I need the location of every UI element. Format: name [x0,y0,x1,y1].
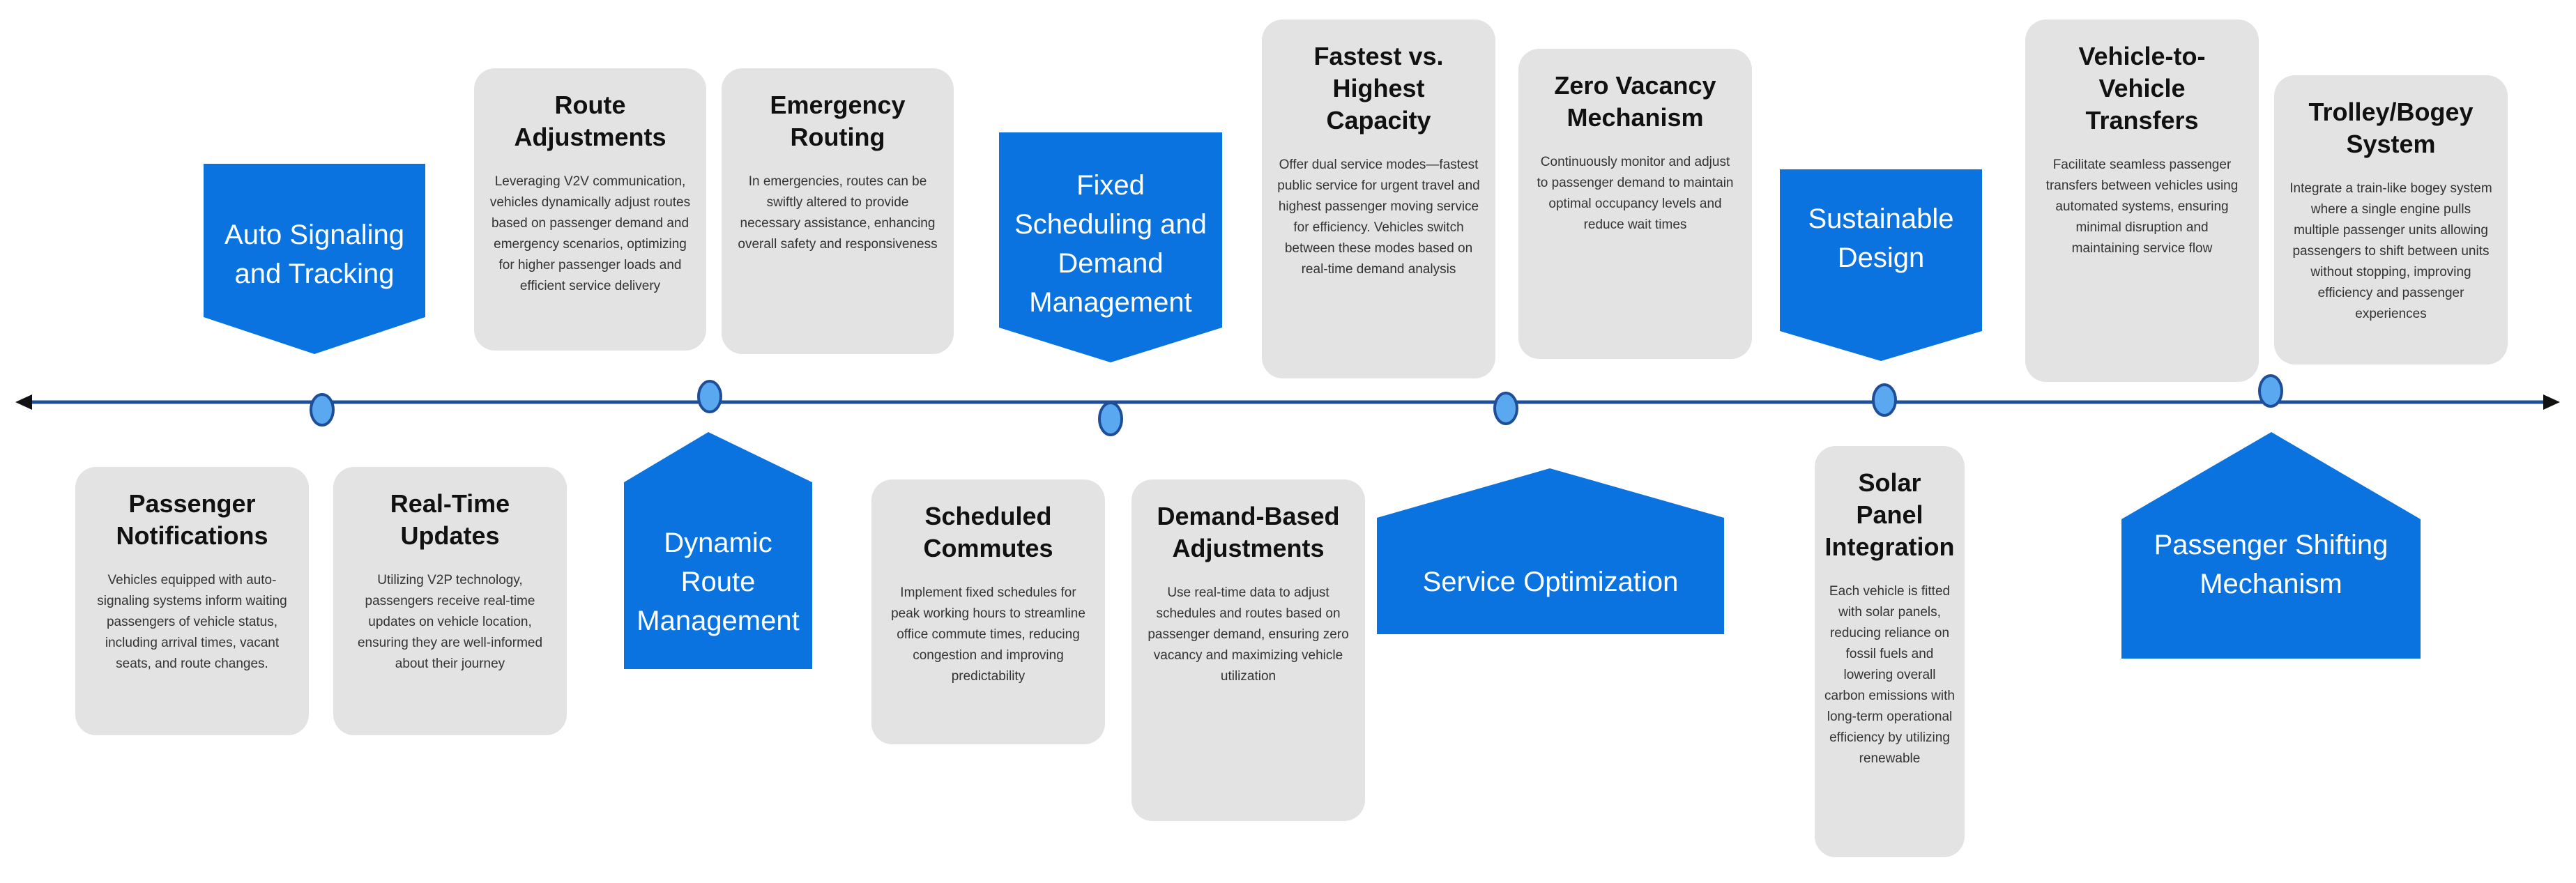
card-solar-panel-integration: Solar Panel Integration Each vehicle is … [1815,446,1965,857]
card-title: Real-Time Updates [390,489,510,550]
milestone-flag-sustainable-design [1780,169,1982,361]
card-body: Utilizing V2P technology, passengers rec… [357,573,543,671]
milestone-label: Passenger Shifting Mechanism [2154,530,2388,599]
timeline-node [310,393,335,427]
card-body: Integrate a train-like bogey system wher… [2289,181,2492,321]
timeline-node [2258,374,2283,408]
card-title: Solar Panel Integration [1824,468,1955,561]
card-title: Demand-Based Adjustments [1157,502,1340,562]
card-title: Passenger Notifications [116,489,268,550]
arrow-left-icon [15,394,32,410]
card-body: Implement fixed schedules for peak worki… [891,585,1085,684]
milestone-flag-fixed-scheduling [999,132,1222,362]
card-title: Trolley/Bogey System [2308,98,2474,158]
milestone-flag-service-optimization [1377,468,1724,634]
card-title: Zero Vacancy Mechanism [1554,71,1716,132]
timeline-node [697,380,722,413]
milestone-label: Auto Signaling and Tracking [224,220,404,289]
milestone-label: Service Optimization [1422,567,1679,597]
card-body: Offer dual service modes—fastest public … [1277,158,1480,277]
timeline-node [1098,401,1123,436]
card-body: Leveraging V2V communication, vehicles d… [489,174,691,293]
milestone-label: Sustainable Design [1808,204,1954,273]
card-scheduled-commutes: Scheduled Commutes Implement fixed sched… [871,479,1105,744]
card-body: Use real-time data to adjust schedules a… [1148,585,1349,684]
card-title: Vehicle-to-Vehicle Transfers [2078,42,2206,135]
milestone-label: Fixed Scheduling and Demand Management [1014,170,1207,318]
card-title: Scheduled Commutes [923,502,1053,562]
card-body: Vehicles equipped with auto-signaling sy… [97,573,287,671]
card-real-time-updates: Real-Time Updates Utilizing V2P technolo… [333,467,567,735]
card-passenger-notifications: Passenger Notifications Vehicles equippe… [75,467,309,735]
card-body: Continuously monitor and adjust to passe… [1537,155,1734,232]
card-trolley-bogey-system: Trolley/Bogey System Integrate a train-l… [2274,75,2508,364]
card-body: In emergencies, routes can be swiftly al… [738,174,938,252]
card-zero-vacancy-mechanism: Zero Vacancy Mechanism Continuously moni… [1518,49,1752,359]
card-route-adjustments: Route Adjustments Leveraging V2V communi… [474,68,706,351]
card-emergency-routing: Emergency Routing In emergencies, routes… [722,68,954,354]
milestone-flag-passenger-shifting [2121,432,2421,659]
card-fastest-vs-highest-capacity: Fastest vs. Highest Capacity Offer dual … [1262,20,1495,378]
card-title: Fastest vs. Highest Capacity [1313,42,1444,135]
timeline-node [1493,392,1518,425]
card-vehicle-to-vehicle-transfers: Vehicle-to-Vehicle Transfers Facilitate … [2025,20,2259,382]
milestone-flag-dynamic-route [624,432,812,669]
card-body: Each vehicle is fitted with solar panels… [1824,584,1955,766]
card-body: Facilitate seamless passenger transfers … [2045,158,2239,256]
card-demand-based-adjustments: Demand-Based Adjustments Use real-time d… [1131,479,1365,821]
card-title: Emergency Routing [770,91,906,151]
milestone-label: Dynamic Route Management [637,528,800,636]
arrow-right-icon [2543,394,2560,410]
timeline-node [1872,383,1897,417]
milestone-flag-auto-signaling [204,164,425,354]
card-title: Route Adjustments [514,91,666,151]
